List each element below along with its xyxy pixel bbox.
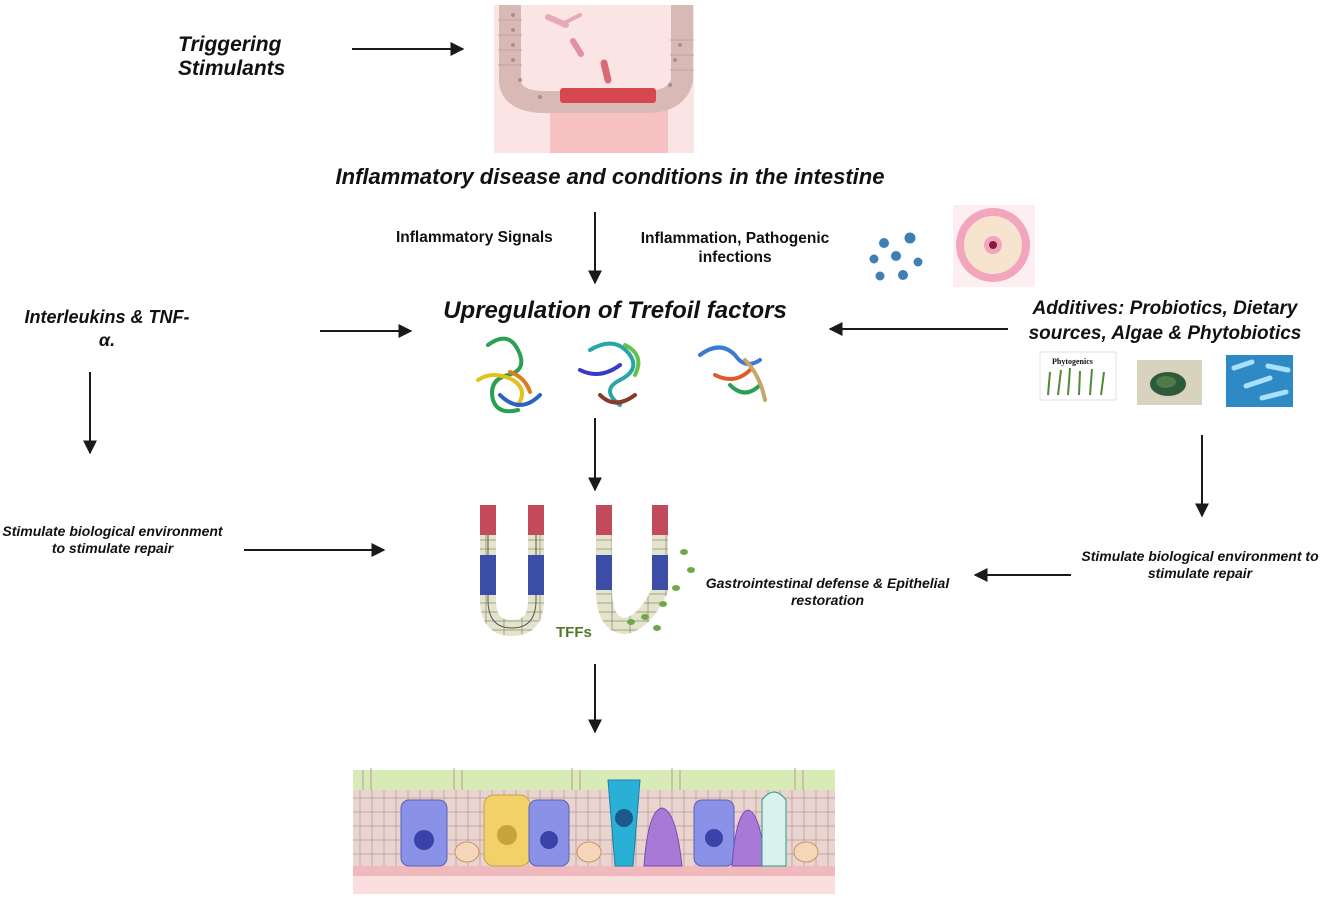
epithelium-icon [353,768,835,894]
stimulate-repair-left-label: Stimulate biological environment to stim… [2,523,223,556]
upregulation-title: Upregulation of Trefoil factors [443,297,787,324]
probiotic-icon [1226,355,1293,407]
phytogenics-label: Phytogenics [1052,357,1093,366]
inflammatory-disease-label: Inflammatory disease and conditions in t… [335,164,885,189]
virus-cluster-icon [869,232,923,281]
arrows [83,42,1209,734]
triggering-stimulants-label: Triggering Stimulants [178,33,286,80]
stimulate-repair-right-label: Stimulate biological environment to stim… [1081,548,1319,581]
pathogenic-infections-label: Inflammation, Pathogenic infections [640,230,830,266]
additives-label: Additives: Probiotics, Dietary sources, … [1028,298,1302,344]
plant-icon [1039,351,1117,401]
intestinal-villus-icon [494,5,694,153]
cross-section-icon [953,205,1035,287]
protein-structure-icon [476,336,767,414]
inflammatory-signals-label: Inflammatory Signals [396,229,553,246]
bacteria-icon [545,13,612,84]
gi-defense-label: Gastrointestinal defense & Epithelial re… [705,575,950,608]
crypt-icon [480,505,695,637]
interleukins-label: Interleukins & TNF-α. [24,307,190,350]
algae-icon [1137,360,1202,405]
tffs-label: TFFs [556,624,592,641]
